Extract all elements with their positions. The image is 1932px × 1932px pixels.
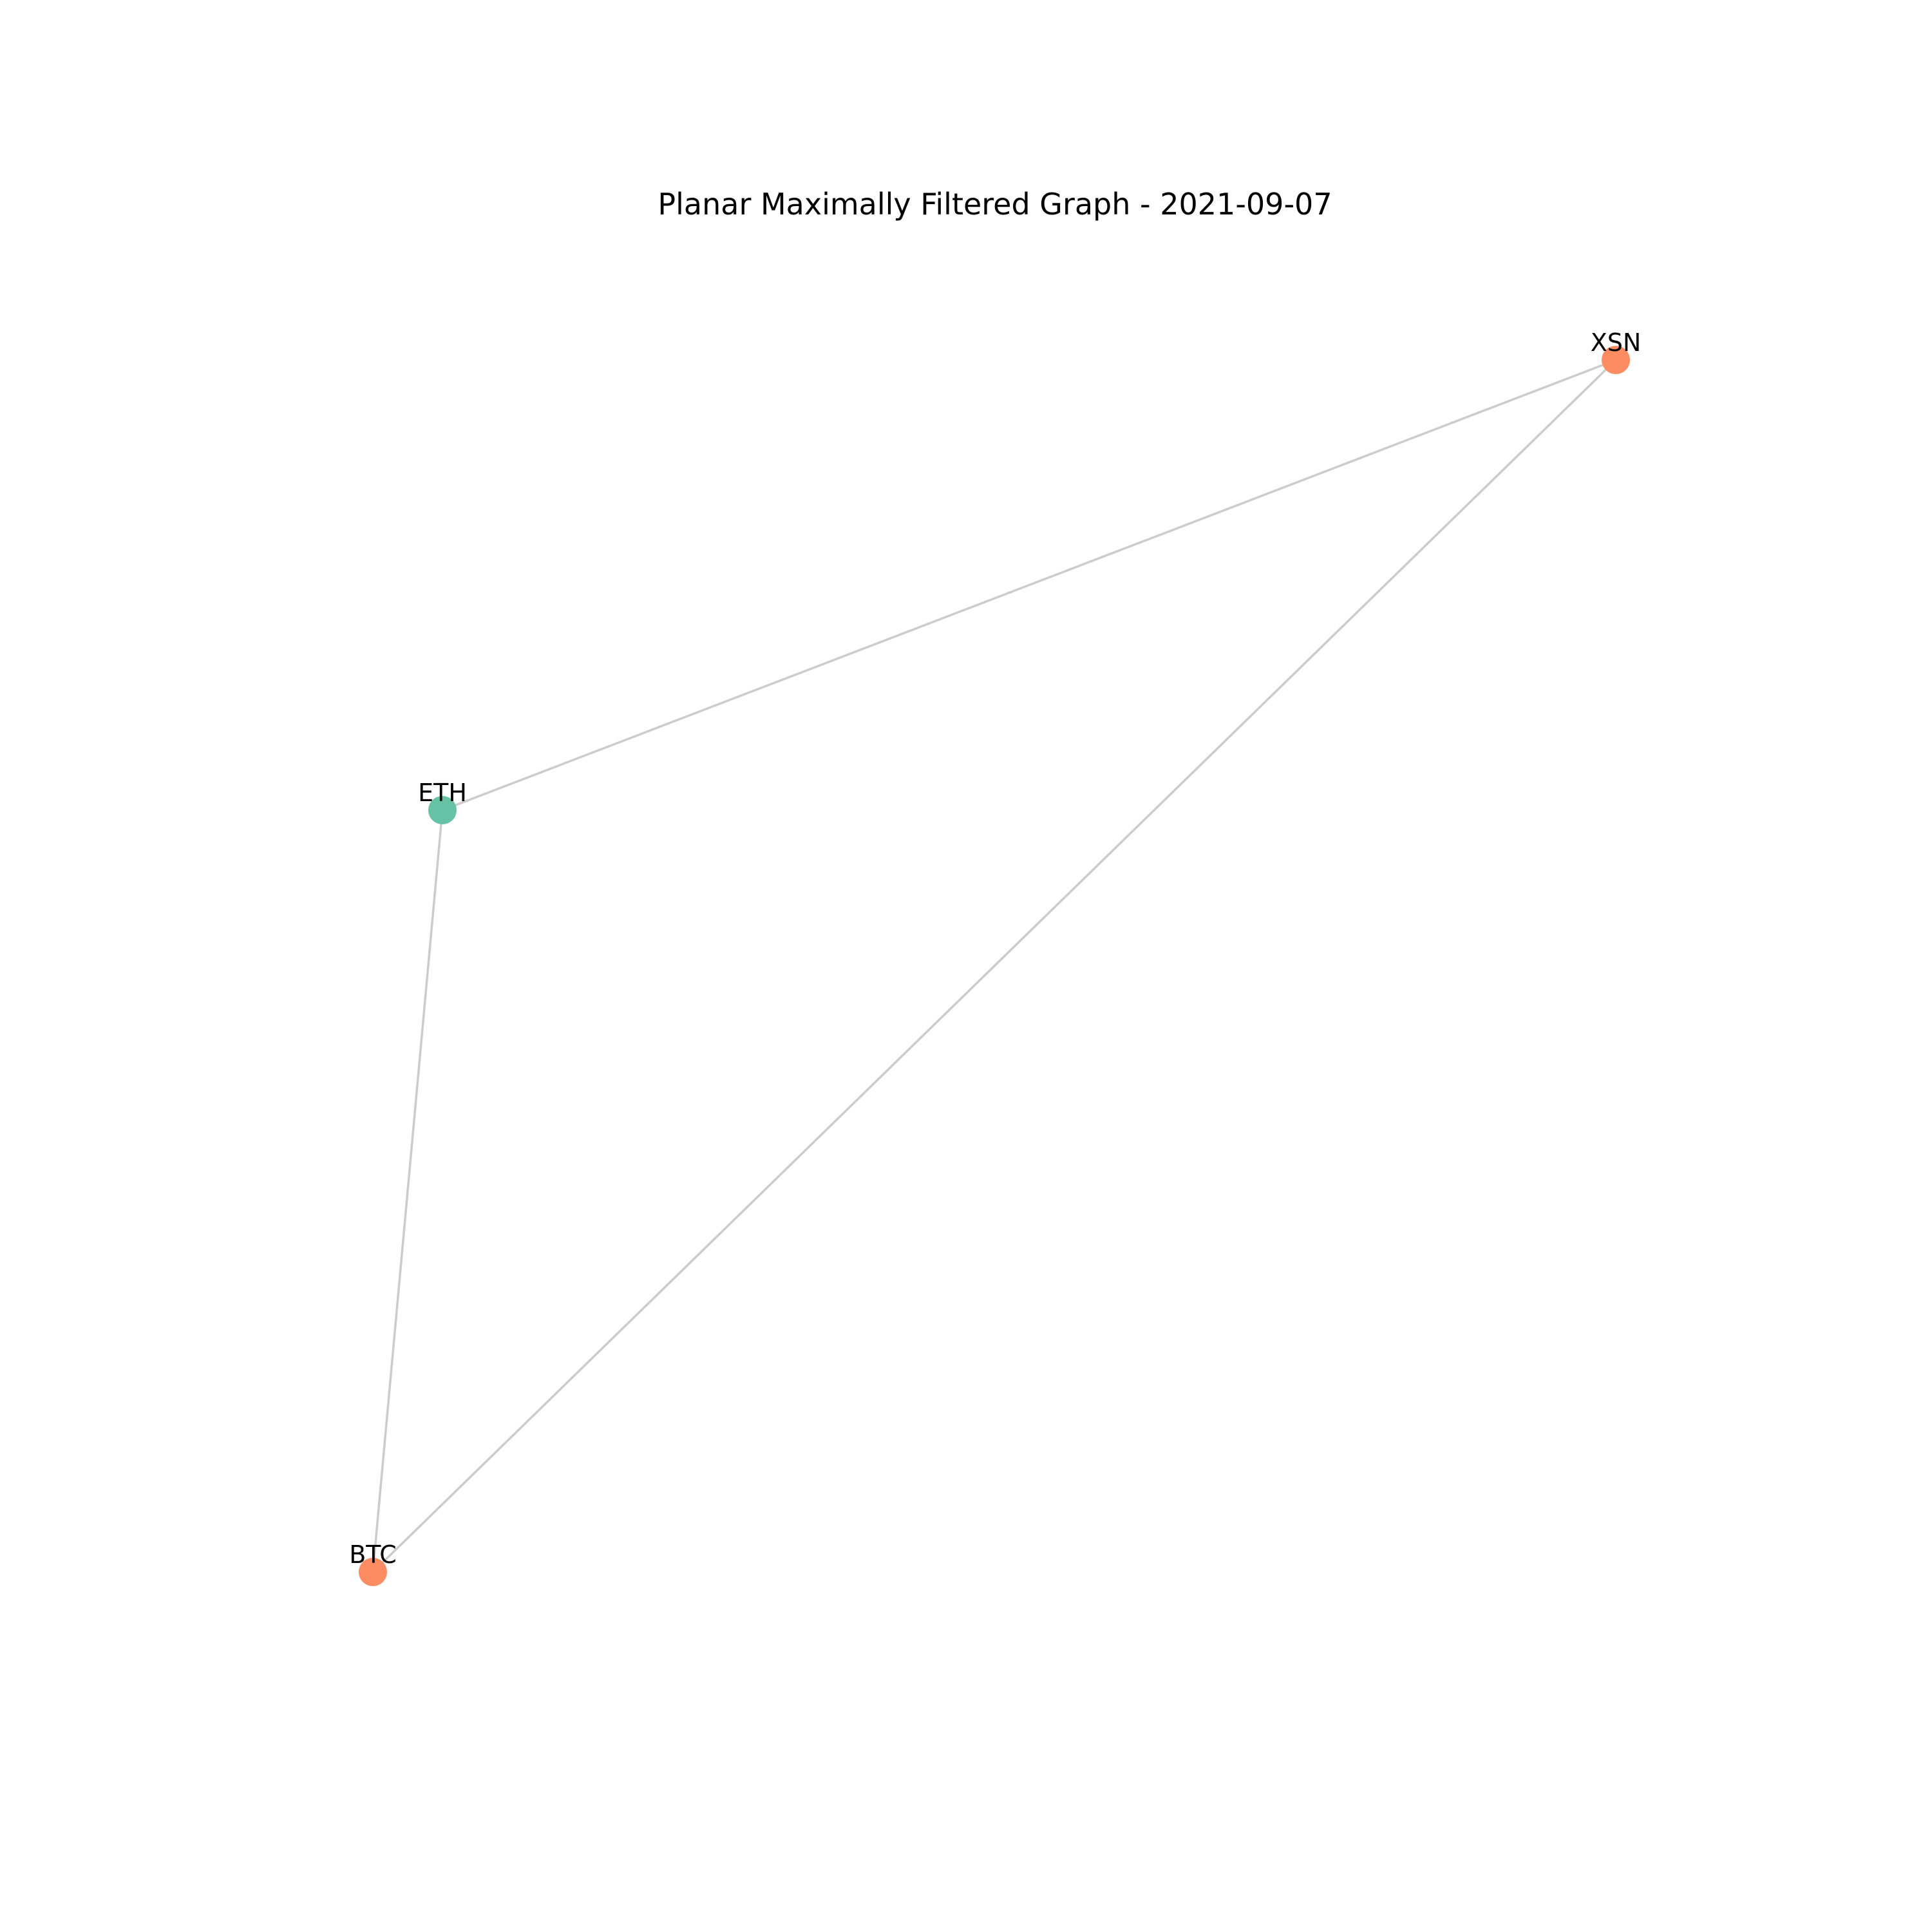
node-label-eth: ETH (418, 779, 467, 807)
nodes-layer (359, 346, 1630, 1586)
node-xsn (1602, 346, 1630, 374)
graph-title: Planar Maximally Filtered Graph - 2021-0… (658, 187, 1332, 222)
node-label-xsn: XSN (1591, 328, 1642, 357)
labels-layer: XSN ETH BTC (349, 328, 1641, 1569)
node-label-btc: BTC (349, 1540, 397, 1569)
edges-layer (372, 359, 1617, 1573)
node-btc (359, 1558, 387, 1586)
edge-eth-btc (372, 810, 444, 1573)
edge-xsn-btc (372, 359, 1617, 1573)
node-eth (428, 796, 457, 824)
edge-xsn-eth (442, 359, 1616, 811)
